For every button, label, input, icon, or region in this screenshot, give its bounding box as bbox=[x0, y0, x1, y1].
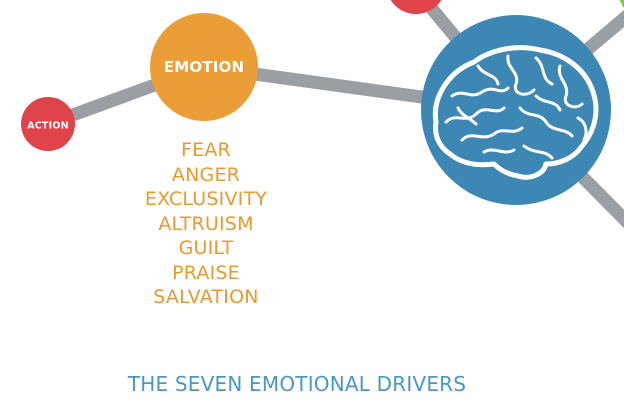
driver-item: SALVATION bbox=[153, 286, 259, 308]
driver-item: PRAISE bbox=[172, 261, 240, 284]
top-node bbox=[390, 0, 442, 14]
corner-node bbox=[619, 0, 624, 8]
action-node-label: ACTION bbox=[27, 120, 69, 132]
driver-item: FEAR bbox=[181, 139, 231, 161]
action-node bbox=[21, 97, 75, 151]
emotion-node bbox=[150, 13, 258, 121]
caption: THE SEVEN EMOTIONAL DRIVERS bbox=[127, 372, 467, 396]
driver-item: EXCLUSIVITY bbox=[144, 188, 268, 210]
driver-item: GUILT bbox=[178, 237, 234, 259]
driver-item: ANGER bbox=[171, 163, 241, 186]
brain-icon bbox=[432, 45, 599, 180]
emotion-node-label: EMOTION bbox=[163, 58, 245, 76]
drivers-list: FEAR ANGER EXCLUSIVITY ALTRUISM GUILT PR… bbox=[145, 138, 267, 310]
driver-item: ALTRUISM bbox=[158, 212, 254, 235]
